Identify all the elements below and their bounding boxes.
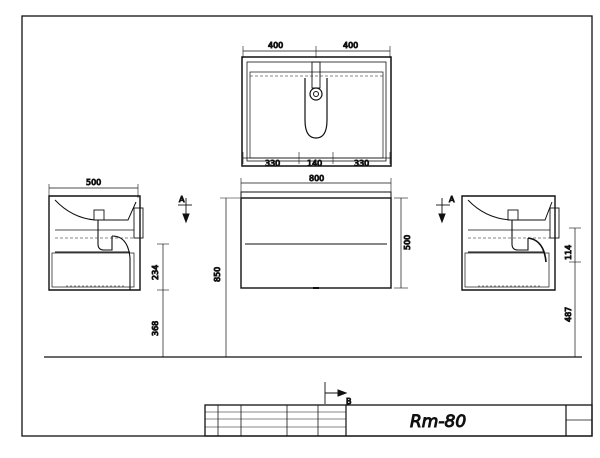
dim-bottom-left: 330 [265, 159, 280, 168]
dim-left-drain: 234 [151, 265, 160, 280]
top-view: 400 400 330 140 330 [241, 41, 392, 169]
dim-right-bottom: 487 [564, 307, 573, 322]
dim-bottom-right: 330 [354, 159, 369, 168]
title-block: Rm-80 [204, 404, 593, 437]
view-marker-b: B [324, 382, 352, 407]
section-marker-a-right: A [449, 195, 455, 204]
section-marker-a-left: A [179, 195, 185, 204]
left-side-view: 500 A 234 368 [48, 178, 192, 357]
right-side-view: A 114 487 [436, 195, 581, 357]
dim-front-width: 800 [309, 174, 324, 183]
dim-left-bottom: 368 [151, 321, 160, 336]
front-view: 800 500 850 [213, 174, 413, 357]
drawing-frame [21, 15, 593, 437]
dim-mount-height: 850 [213, 267, 222, 282]
view-marker-b-label: B [346, 397, 352, 406]
dim-bottom-mid: 140 [307, 159, 322, 168]
dim-front-height: 500 [403, 235, 412, 250]
dim-right-drain: 114 [564, 245, 573, 260]
dim-top-right: 400 [343, 41, 358, 50]
model-title: Rm-80 [410, 412, 466, 432]
dim-top-left: 400 [268, 41, 283, 50]
dim-left-depth: 500 [86, 178, 101, 187]
